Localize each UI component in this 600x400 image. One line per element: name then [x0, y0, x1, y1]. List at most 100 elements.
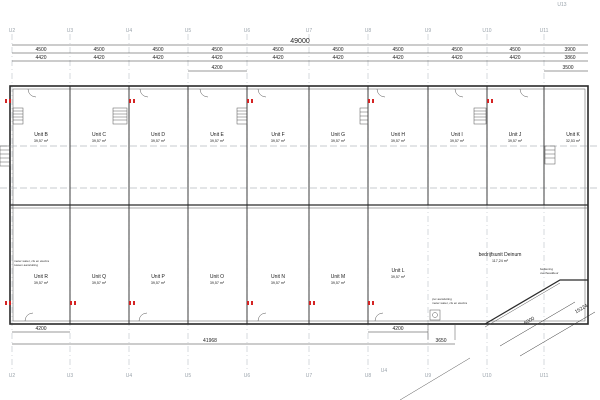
- grid-label: U5: [185, 373, 192, 379]
- grid-label: U6: [244, 28, 251, 34]
- unit-area: 32,53 m²: [566, 139, 581, 143]
- dim-label: 4500: [509, 47, 520, 53]
- dim-label: 4200: [211, 65, 222, 71]
- grid-label: U2: [9, 373, 16, 379]
- grid-label: U9: [425, 28, 432, 34]
- unit-area: 39,57 m²: [450, 139, 465, 143]
- annex-note: bediening: [540, 267, 553, 271]
- unit-label: Unit K: [566, 132, 580, 138]
- note-text: meter water, cls en electra: [432, 301, 467, 305]
- dim-label: 3650: [435, 338, 446, 344]
- grid-label: U13: [557, 2, 566, 8]
- unit-area: 39,57 m²: [508, 139, 523, 143]
- grid-label: U10: [482, 373, 491, 379]
- grid-label: U4: [381, 368, 388, 374]
- units-top-row: Unit B 39,57 m² Unit C 39,57 m² Unit D 3…: [34, 132, 581, 143]
- dim-label: 6000: [523, 316, 536, 327]
- dim-label: 4420: [392, 55, 403, 61]
- unit-label: Unit L: [391, 268, 404, 274]
- grid-label: U7: [306, 28, 313, 34]
- dim-label: 41968: [203, 338, 217, 344]
- annex-note: overheaddeur: [540, 271, 559, 275]
- dim-label: 4420: [272, 55, 283, 61]
- units-bottom-row: Unit R 39,57 m² Unit Q 39,57 m² Unit P 3…: [34, 268, 406, 285]
- unit-label: Unit N: [271, 274, 285, 280]
- building-walls: [0, 85, 600, 325]
- unit-area: 39,57 m²: [271, 139, 286, 143]
- dim-label: 4420: [211, 55, 222, 61]
- unit-area: 39,57 m²: [331, 281, 346, 285]
- grid-labels-top: U2 U3 U4 U5 U6 U7 U8 U9 U10 U11 U13: [9, 2, 567, 34]
- unit-label: Unit R: [34, 274, 48, 280]
- bottom-dimensions: 4200 4200 41968 3650 6000 15224: [12, 301, 596, 400]
- grid-label: U8: [365, 373, 372, 379]
- annex-area: 117,24 m²: [492, 259, 509, 263]
- dim-label: 4420: [93, 55, 104, 61]
- grid-label: U4: [126, 373, 133, 379]
- dim-label: 4500: [211, 47, 222, 53]
- note-text: pvc aansluiting: [432, 297, 452, 301]
- unit-area: 39,57 m²: [92, 139, 107, 143]
- grid-labels-bottom: U2 U3 U4 U5 U6 U7 U8 U9 U10 U11 U4: [9, 368, 549, 379]
- unit-area: 39,57 m²: [151, 281, 166, 285]
- grid-label: U6: [244, 373, 251, 379]
- red-markers: [5, 99, 493, 305]
- dim-label: 3500: [562, 65, 573, 71]
- dim-label: 4500: [93, 47, 104, 53]
- unit-label: Unit H: [391, 132, 405, 138]
- grid-label: U4: [126, 28, 133, 34]
- unit-label: Unit E: [210, 132, 224, 138]
- unit-area: 39,57 m²: [391, 139, 406, 143]
- unit-label: Unit I: [451, 132, 463, 138]
- notes: meter water, cls en electra tussen aansl…: [14, 259, 467, 305]
- unit-area: 39,57 m²: [92, 281, 107, 285]
- annex-label: bedrijfsunit Deinum: [479, 252, 522, 258]
- dim-label: 3860: [564, 55, 575, 61]
- dim-label: 4500: [451, 47, 462, 53]
- dim-label: 4420: [35, 55, 46, 61]
- unit-label: Unit C: [92, 132, 106, 138]
- note-text: tussen aansluiting: [14, 263, 38, 267]
- dim-label: 4500: [272, 47, 283, 53]
- unit-label: Unit B: [34, 132, 48, 138]
- unit-label: Unit G: [331, 132, 345, 138]
- dim-label: 4500: [152, 47, 163, 53]
- unit-label: Unit O: [210, 274, 224, 280]
- unit-area: 39,57 m²: [331, 139, 346, 143]
- dim-label: 4420: [152, 55, 163, 61]
- grid-label: U3: [67, 28, 74, 34]
- dim-label: 4200: [392, 326, 403, 332]
- grid-label: U2: [9, 28, 16, 34]
- top-dimensions: 49000 4500 4500 4500 4500 4500 4500 4500…: [12, 38, 588, 72]
- dim-label: 4500: [392, 47, 403, 53]
- dim-label: 4420: [332, 55, 343, 61]
- unit-area: 39,57 m²: [210, 139, 225, 143]
- dim-label: 3900: [564, 47, 575, 53]
- grid-label: U8: [365, 28, 372, 34]
- unit-label: Unit Q: [92, 274, 106, 280]
- grid-label: U10: [482, 28, 491, 34]
- unit-label: Unit M: [331, 274, 345, 280]
- stairs: [0, 107, 556, 167]
- grid-label: U5: [185, 28, 192, 34]
- door-swings: [24, 88, 529, 322]
- grid-lines: [11, 34, 545, 370]
- unit-label: Unit F: [271, 132, 284, 138]
- dim-label: 15224: [574, 303, 589, 315]
- unit-label: Unit P: [151, 274, 165, 280]
- unit-area: 39,57 m²: [34, 139, 49, 143]
- unit-label: Unit D: [151, 132, 165, 138]
- dim-label: 4200: [35, 326, 46, 332]
- unit-area: 39,57 m²: [391, 275, 406, 279]
- unit-area: 39,57 m²: [151, 139, 166, 143]
- dim-label: 4420: [451, 55, 462, 61]
- annex: bedrijfsunit Deinum 117,24 m² bediening …: [479, 252, 559, 275]
- grid-label: U11: [540, 373, 549, 379]
- overall-dimension: 49000: [290, 38, 310, 45]
- grid-label: U9: [425, 373, 432, 379]
- unit-area: 39,57 m²: [34, 281, 49, 285]
- grid-label: U7: [306, 373, 313, 379]
- dim-label: 4500: [35, 47, 46, 53]
- dim-label: 4420: [509, 55, 520, 61]
